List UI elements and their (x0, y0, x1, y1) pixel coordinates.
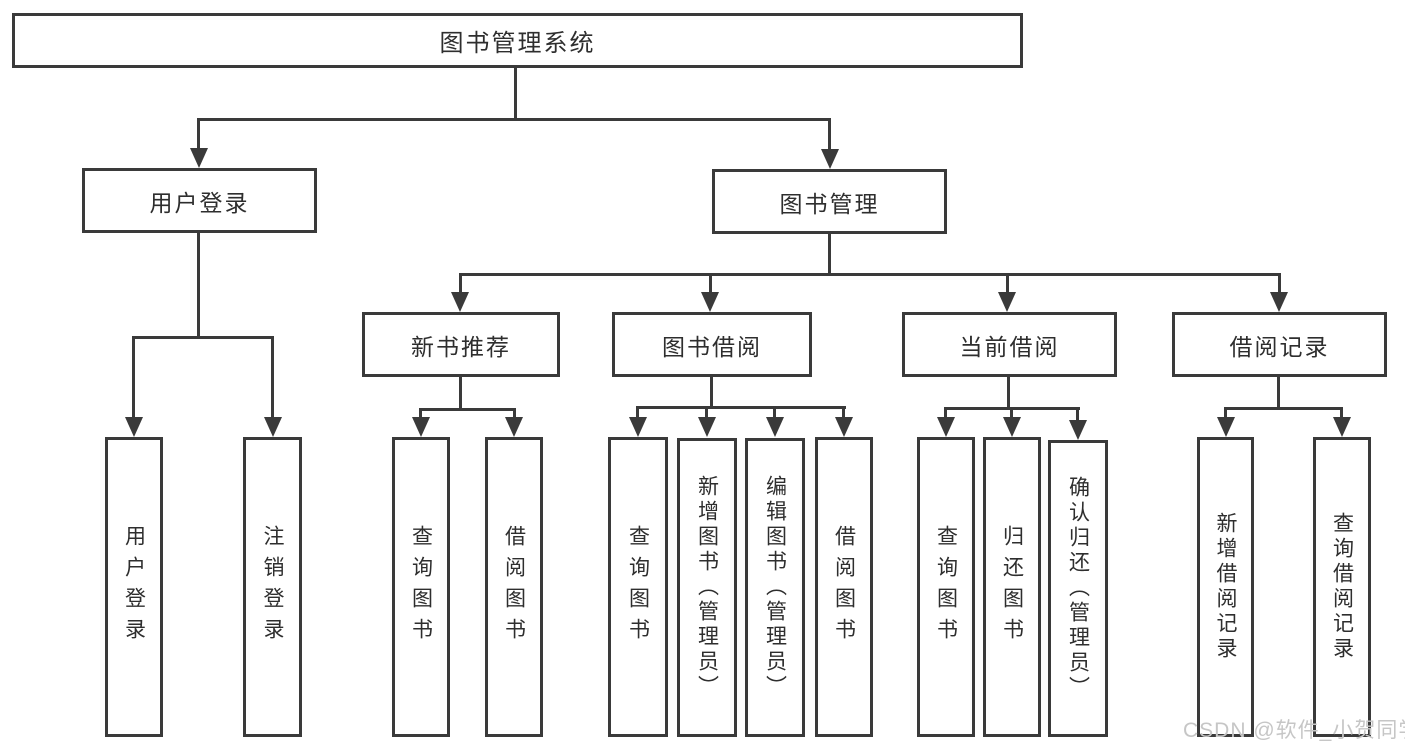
node-borrow-records: 借阅记录 (1172, 312, 1387, 377)
leaf-user-login: 用户登录 (105, 437, 163, 737)
arrow-into-br-add (1217, 417, 1235, 437)
node-current-borrow: 当前借阅 (902, 312, 1117, 377)
arrow-into-cb-query (937, 417, 955, 437)
arrow-into-book-management (821, 149, 839, 169)
leaf-records-query-record: 查询借阅记录 (1313, 437, 1371, 737)
connector-drop-new-book (459, 273, 462, 294)
arrow-into-user-login (190, 148, 208, 168)
leaf-borrow-add-book-admin: 新增图书（管理员） (677, 438, 737, 737)
arrow-into-bb-borrow (835, 417, 853, 437)
connector-current-borrow-stem (1007, 377, 1010, 407)
arrow-into-nb-query (412, 417, 430, 437)
connector-book-borrow-rail (636, 406, 846, 409)
connector-root-rail (197, 118, 831, 121)
connector-drop-current-borrow (1006, 273, 1009, 294)
connector-drop-bb-add (705, 406, 708, 419)
connector-new-book-rail (419, 408, 516, 411)
connector-drop-nb-borrow (513, 408, 516, 419)
connector-drop-leaf-logout (271, 336, 274, 419)
arrow-into-book-borrow (701, 292, 719, 312)
node-book-borrow: 图书借阅 (612, 312, 812, 377)
connector-drop-bb-query (636, 406, 639, 419)
connector-drop-bb-borrow (842, 406, 845, 419)
arrow-into-cb-return (1003, 417, 1021, 437)
leaf-recommend-query-book: 查询图书 (392, 437, 450, 737)
connector-root-stem (514, 68, 517, 118)
connector-borrow-records-rail (1224, 407, 1343, 410)
leaf-borrow-edit-book-admin: 编辑图书（管理员） (745, 438, 805, 737)
connector-drop-cb-confirm (1076, 407, 1079, 422)
leaf-current-query-book: 查询图书 (917, 437, 975, 737)
arrow-into-nb-borrow (505, 417, 523, 437)
connector-book-borrow-stem (710, 377, 713, 406)
connector-drop-user-login (197, 118, 200, 150)
arrow-into-bb-edit (766, 417, 784, 437)
leaf-borrow-query-book: 查询图书 (608, 437, 668, 737)
connector-drop-br-add (1224, 407, 1227, 419)
arrow-into-br-query (1333, 417, 1351, 437)
leaf-borrow-borrow-book: 借阅图书 (815, 437, 873, 737)
node-book-management: 图书管理 (712, 169, 947, 234)
leaf-current-confirm-return-admin: 确认归还（管理员） (1048, 440, 1108, 737)
leaf-logout: 注销登录 (243, 437, 302, 737)
arrow-into-new-book (451, 292, 469, 312)
arrow-into-current-borrow (998, 292, 1016, 312)
connector-drop-leaf-user-login (132, 336, 135, 419)
arrow-into-leaf-user-login (125, 417, 143, 437)
connector-book-management-stem (828, 234, 831, 273)
csdn-watermark: CSDN @软件_小贺同学 (1183, 719, 1405, 742)
connector-drop-book-borrow (709, 273, 712, 294)
connector-user-login-rail (132, 336, 274, 339)
connector-drop-cb-return (1010, 407, 1013, 419)
connector-drop-book-management (828, 118, 831, 150)
arrow-into-borrow-records (1270, 292, 1288, 312)
connector-book-management-rail (459, 273, 1281, 276)
node-library-system: 图书管理系统 (12, 13, 1023, 68)
arrow-into-bb-add (698, 417, 716, 437)
connector-drop-nb-query (419, 408, 422, 419)
connector-drop-bb-edit (773, 406, 776, 419)
node-user-login: 用户登录 (82, 168, 317, 233)
connector-user-login-stem (197, 232, 200, 336)
arrow-into-bb-query (629, 417, 647, 437)
connector-new-book-stem (459, 377, 462, 408)
connector-drop-borrow-records (1278, 273, 1281, 294)
connector-borrow-records-stem (1277, 377, 1280, 407)
leaf-records-add-record: 新增借阅记录 (1197, 437, 1254, 737)
arrow-into-cb-confirm (1069, 420, 1087, 440)
arrow-into-leaf-logout (264, 417, 282, 437)
leaf-recommend-borrow-book: 借阅图书 (485, 437, 543, 737)
leaf-current-return-book: 归还图书 (983, 437, 1041, 737)
connector-drop-cb-query (944, 407, 947, 419)
node-new-book-recommend: 新书推荐 (362, 312, 560, 377)
connector-drop-br-query (1340, 407, 1343, 419)
